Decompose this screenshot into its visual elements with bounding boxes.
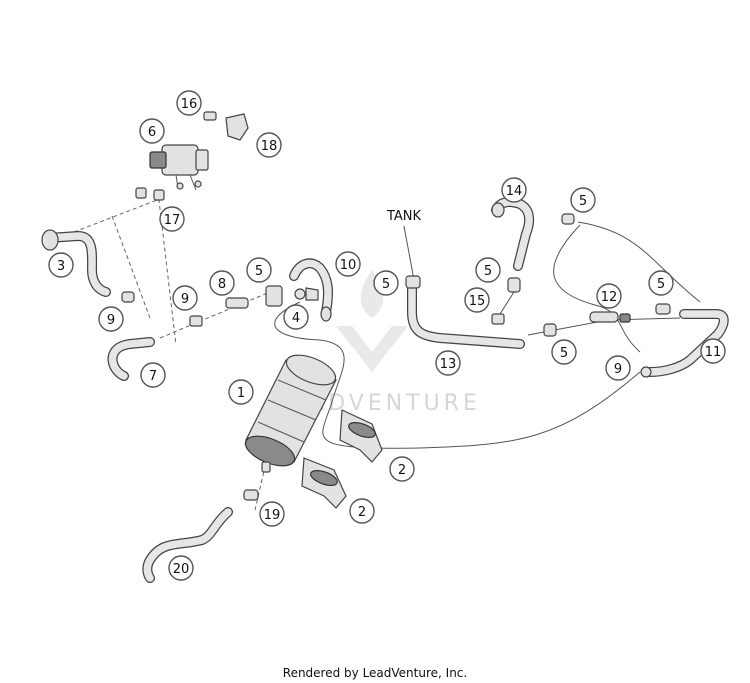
callout-5-c: 5 [475,257,501,283]
svg-text:5: 5 [255,264,263,279]
purge-line-loop [553,224,641,353]
svg-text:14: 14 [506,184,523,199]
part-17-clips [135,187,165,201]
svg-text:5: 5 [560,346,568,361]
svg-text:1: 1 [237,386,245,401]
callout-8: 8 [209,270,235,296]
callout-19: 19 [259,501,285,527]
svg-text:10: 10 [340,258,357,273]
svg-text:17: 17 [164,213,181,228]
callout-9-c: 9 [605,355,631,381]
callout-20: 20 [168,555,194,581]
callout-1: 1 [228,379,254,405]
svg-text:13: 13 [440,357,457,372]
part-15-sensor [491,277,521,325]
svg-text:2: 2 [398,463,406,478]
part-14-hose [491,197,535,271]
svg-text:19: 19 [264,508,281,523]
svg-text:9: 9 [181,292,189,307]
part-3-hose [41,229,111,297]
part-20-hose [142,507,233,583]
vent-line-mid [159,291,271,339]
svg-text:8: 8 [218,277,226,292]
part-12-valve [589,311,631,323]
svg-text:16: 16 [181,97,198,112]
part-1-canister [244,354,337,473]
svg-text:5: 5 [579,194,587,209]
callout-2-upper: 2 [389,456,415,482]
svg-text:9: 9 [107,313,115,328]
part-7-hose [107,337,155,381]
part-9-clip-right [640,366,652,378]
svg-text:12: 12 [601,290,618,305]
callout-18: 18 [256,132,282,158]
svg-text:9: 9 [614,362,622,377]
svg-text:7: 7 [149,369,157,384]
callout-15: 15 [464,287,490,313]
part-18-bracket [225,113,249,141]
callout-6: 6 [139,118,165,144]
callout-14: 14 [501,177,527,203]
svg-text:11: 11 [705,345,722,360]
part-5-clip-right [655,303,671,315]
callout-5-b: 5 [373,270,399,296]
callout-7: 7 [140,362,166,388]
svg-text:4: 4 [292,311,300,326]
callout-5-f: 5 [551,339,577,365]
callout-4: 4 [283,304,309,330]
callout-2-lower: 2 [349,498,375,524]
callouts: 1 2 2 3 4 5 5 5 5 5 5 6 7 8 9 9 9 10 11 … [48,90,726,581]
part-11-hose [645,309,729,377]
svg-text:18: 18 [261,139,278,154]
part-9-clip-left [121,291,135,303]
svg-text:6: 6 [148,125,156,140]
callout-13: 13 [435,350,461,376]
purge-line-long [274,301,641,449]
tank-pointer-line [403,225,415,281]
part-2-strap-upper [339,409,383,463]
part-8-connector [189,297,249,327]
callout-9-a: 9 [98,306,124,332]
part-10-hose [289,258,333,322]
svg-text:15: 15 [469,294,486,309]
callout-10: 10 [335,251,361,277]
part-4-fitting [265,285,319,307]
callout-3: 3 [48,252,74,278]
tank-label: TANK [386,209,422,224]
part-6-valve [149,144,209,191]
callout-5-a: 5 [246,257,272,283]
svg-text:20: 20 [173,562,190,577]
part-5-clip-mid [543,323,557,337]
callout-11: 11 [700,338,726,364]
part-16-bolt [203,111,217,121]
vent-line-upper [73,196,166,233]
callout-12: 12 [596,283,622,309]
svg-text:2: 2 [358,505,366,520]
svg-text:5: 5 [484,264,492,279]
callout-5-d: 5 [570,187,596,213]
callout-17: 17 [159,206,185,232]
svg-text:3: 3 [57,259,65,274]
part-5-clip-top [561,213,575,225]
part-19-clamp [243,489,259,501]
svg-text:5: 5 [382,277,390,292]
callout-5-e: 5 [648,270,674,296]
callout-16: 16 [176,90,202,116]
watermark-v-icon [336,326,408,372]
svg-text:5: 5 [657,277,665,292]
callout-9-b: 9 [172,285,198,311]
vent-line-valve [157,191,177,346]
vent-line-diagonal [111,215,151,319]
part-13-hose [405,275,525,349]
purge-line-right [577,221,701,303]
footer-credit: Rendered by LeadVenture, Inc. [283,666,467,680]
part-2-strap-lower [301,457,347,509]
